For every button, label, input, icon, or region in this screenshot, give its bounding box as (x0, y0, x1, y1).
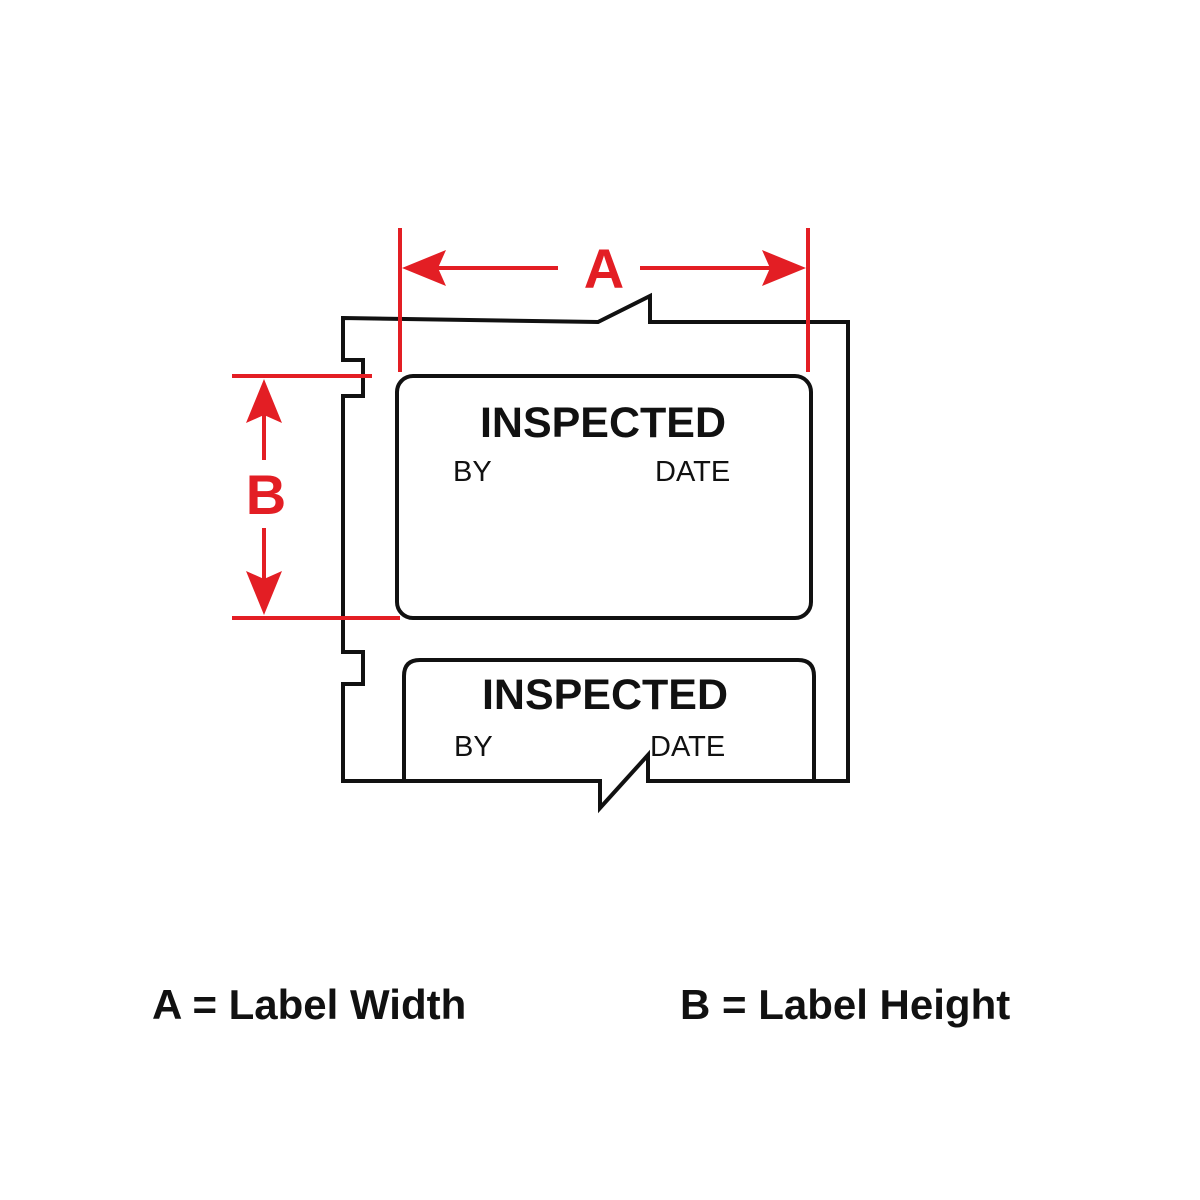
label-2-date: DATE (650, 731, 725, 763)
label-2-title: INSPECTED (482, 671, 728, 719)
label-2-border (402, 658, 816, 781)
legend-label-height: B = Label Height (680, 981, 1011, 1028)
dim-a-arrow-right (762, 250, 806, 286)
label-1-by: BY (453, 456, 492, 488)
dim-b-letter: B (246, 463, 286, 526)
label-2-by: BY (454, 731, 493, 763)
dim-a-arrow-left (402, 250, 446, 286)
liner-outline (341, 292, 850, 814)
label-1-title: INSPECTED (480, 399, 726, 447)
dim-b-arrow-down (246, 571, 282, 615)
dim-b-arrow-up (246, 379, 282, 423)
dim-a-letter: A (584, 237, 624, 300)
label-1-date: DATE (655, 456, 730, 488)
legend-label-width: A = Label Width (152, 981, 467, 1028)
label-1-border (395, 374, 813, 620)
